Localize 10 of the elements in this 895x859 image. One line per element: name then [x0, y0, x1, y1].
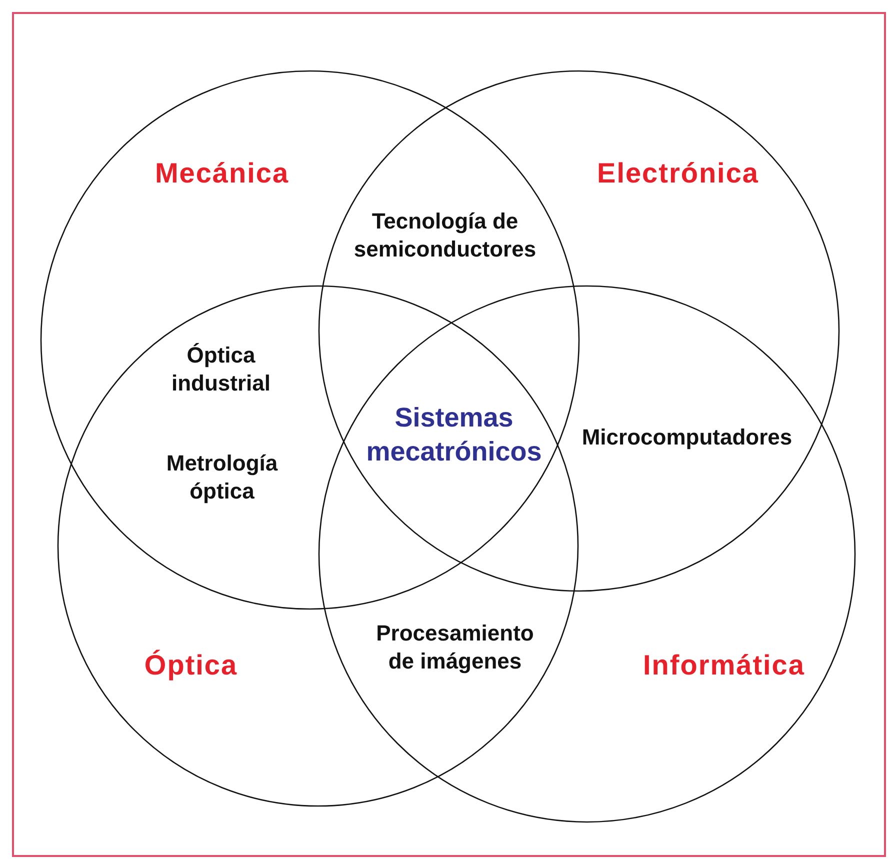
circle-title: Electrónica: [597, 156, 759, 190]
circle-title: Informática: [643, 648, 805, 682]
overlap-label: Sistemas mecatrónicos: [365, 401, 543, 468]
circle-title: Óptica: [144, 648, 238, 682]
circle-title: Mecánica: [154, 156, 290, 190]
overlap-label: Óptica industrial: [170, 342, 272, 396]
overlap-label: Microcomputadores: [580, 423, 794, 451]
overlap-label: Tecnología de semiconductores: [352, 208, 538, 262]
overlap-label: Metrología óptica: [165, 450, 279, 504]
overlap-label: Procesamiento de imágenes: [375, 620, 535, 674]
